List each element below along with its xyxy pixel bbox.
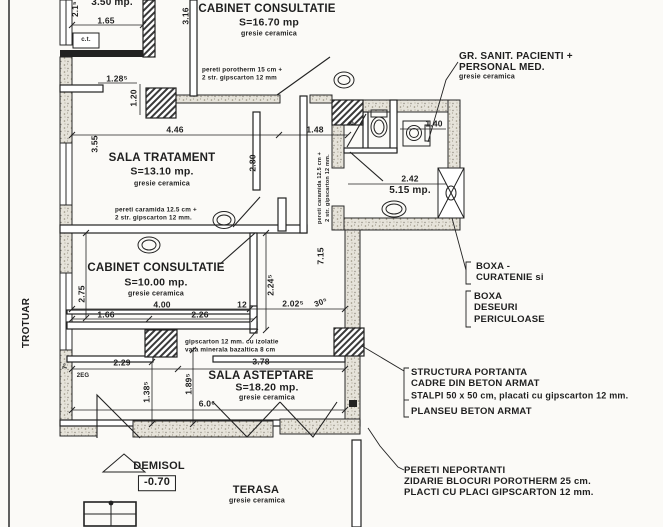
facade-windows xyxy=(59,0,73,351)
interior-walls xyxy=(59,0,398,527)
solid-walls xyxy=(60,50,357,407)
trotuar-label: TROTUAR xyxy=(20,297,32,349)
dim-3-16: 3.16 xyxy=(180,7,191,25)
callout-struct-1: STRUCTURA PORTANTA xyxy=(411,367,528,379)
tratament-floor: gresie ceramica xyxy=(134,180,190,188)
dim-1-38: 1.38⁵ xyxy=(141,381,152,403)
room-boiler-area: 3.50 mp. xyxy=(91,0,133,8)
callout-boxa2-2: DESEURI xyxy=(474,302,518,314)
dim-7-15: 7.15 xyxy=(315,247,326,265)
dim-1-40: 1.40 xyxy=(425,118,443,129)
note-izolatie-1: gipscarton 12 mm. cu izolatie xyxy=(185,338,279,346)
asteptare-area: S=18.20 mp. xyxy=(235,381,299,394)
boiler-box xyxy=(72,32,100,49)
cabinet1-floor: gresie ceramica xyxy=(241,30,297,38)
door-width-label: 8 xyxy=(348,120,356,126)
dim-1-66: 1.66 xyxy=(97,309,115,320)
callout-struct-4: PLANSEU BETON ARMAT xyxy=(411,406,532,418)
concrete-columns xyxy=(142,0,365,358)
note-caramida-1: pereti caramida 12.5 cm + xyxy=(115,206,197,214)
dim-2-75: 2.75 xyxy=(76,285,87,303)
dimension-lines xyxy=(72,24,446,424)
cabinet2-area: S=10.00 mp. xyxy=(124,276,188,289)
note-caramida-vert-1: pereti caramida 12.5 cm + xyxy=(317,151,324,225)
note-caramida-vert-2: 2 str. gipscarton 12 mm. xyxy=(325,154,332,222)
dim-4-46: 4.46 xyxy=(166,124,184,135)
callout-boxa1-1: BOXA - xyxy=(476,261,511,273)
level-triangle-icon xyxy=(101,453,147,473)
dim-3-55: 3.55 xyxy=(89,135,100,153)
level-marker-value: -0.70 xyxy=(137,475,177,491)
cabinet2-title: CABINET CONSULTATIE xyxy=(87,261,225,274)
dim-2-02: 2.02⁵ xyxy=(282,298,304,309)
toilet-icon xyxy=(370,109,388,138)
dim-2-80: 2.80 xyxy=(247,154,258,172)
dim-1-65: 1.65 xyxy=(97,15,115,26)
sink-icon xyxy=(381,200,407,218)
note-porotherm-2: 2 str. gipscarton 12 mm xyxy=(202,74,277,82)
note-caramida-2: 2 str. gipscarton 12 mm. xyxy=(115,214,192,222)
callout-pereti-2: ZIDARIE BLOCURI POROTHERM 25 cm. xyxy=(404,476,591,488)
dimension-ticks xyxy=(68,21,352,428)
dim-3-78: 3.78 xyxy=(252,356,270,367)
dim-2-24: 2.24⁵ xyxy=(265,274,276,296)
dim-2-15: 2.1⁵ xyxy=(70,1,80,17)
dim-2-29: 2.29 xyxy=(113,357,131,368)
tratament-area: S=13.10 mp. xyxy=(130,165,194,178)
callout-boxa2-3: PERICULOASE xyxy=(474,314,545,326)
fixtures xyxy=(72,32,465,527)
asteptare-floor: gresie ceramica xyxy=(239,394,295,402)
dim-6-06: 6.0⁶ xyxy=(198,398,216,409)
callout-struct-3: STALPI 50 x 50 cm, placati cu gipscarton… xyxy=(411,390,629,401)
washing-machine-icon xyxy=(402,120,431,147)
dim-2-42: 2.42 xyxy=(401,173,419,184)
boiler-unit-label: c.t. xyxy=(81,36,91,43)
asteptare-title: SALA ASTEPTARE xyxy=(208,369,314,382)
callout-boxa1-2: CURATENIE si xyxy=(476,272,544,284)
dim-2-26: 2.26 xyxy=(191,309,209,320)
cabinet1-area: S=16.70 mp xyxy=(238,16,300,29)
callout-grsanit-1: GR. SANIT. PACIENTI + xyxy=(459,50,573,62)
cabinet1-title: CABINET CONSULTATIE xyxy=(198,2,336,15)
dim-1-20: 1.20 xyxy=(128,89,139,107)
leader-lines xyxy=(247,61,471,471)
callout-grsanit-2: PERSONAL MED. xyxy=(459,61,545,73)
sink-icon xyxy=(333,71,355,89)
demisol-label: DEMISOL xyxy=(133,460,185,473)
note-porotherm-1: pereti porotherm 15 cm + xyxy=(202,66,283,74)
terasa-label: TERASA xyxy=(232,484,280,497)
shaft-box xyxy=(437,167,465,219)
dim-75: 7⁵ xyxy=(62,362,69,370)
cabinet2-floor: gresie ceramica xyxy=(128,290,184,298)
door-swings xyxy=(96,56,384,439)
callout-pereti-3: PLACTI CU PLACI GIPSCARTON 12 mm. xyxy=(404,487,594,499)
dim-12: 12 xyxy=(237,299,247,310)
bottom-sills xyxy=(132,418,361,438)
callout-struct-2: CADRE DIN BETON ARMAT xyxy=(411,378,540,390)
dim-1-89: 1.89⁵ xyxy=(183,373,194,395)
callout-pereti-1: PERETI NEPORTANTI xyxy=(404,465,506,477)
gas-meter-label: 2EG xyxy=(76,372,90,379)
sink-icon xyxy=(212,211,236,229)
dim-1-28: 1.28⁵ xyxy=(106,73,128,84)
sink-icon xyxy=(137,236,161,254)
dim-1-48: 1.48 xyxy=(306,124,324,135)
sanitar-area: 5.15 mp. xyxy=(389,184,431,196)
terasa-floor: gresie ceramica xyxy=(229,497,285,505)
terrace-table xyxy=(83,500,137,527)
callout-grsanit-3: gresie ceramica xyxy=(459,73,515,81)
dim-4-00: 4.00 xyxy=(153,299,171,310)
callout-boxa2-1: BOXA xyxy=(474,291,503,303)
note-izolatie-2: vata minerala bazaltica 8 cm xyxy=(185,346,276,354)
tratament-title: SALA TRATAMENT xyxy=(108,151,216,164)
